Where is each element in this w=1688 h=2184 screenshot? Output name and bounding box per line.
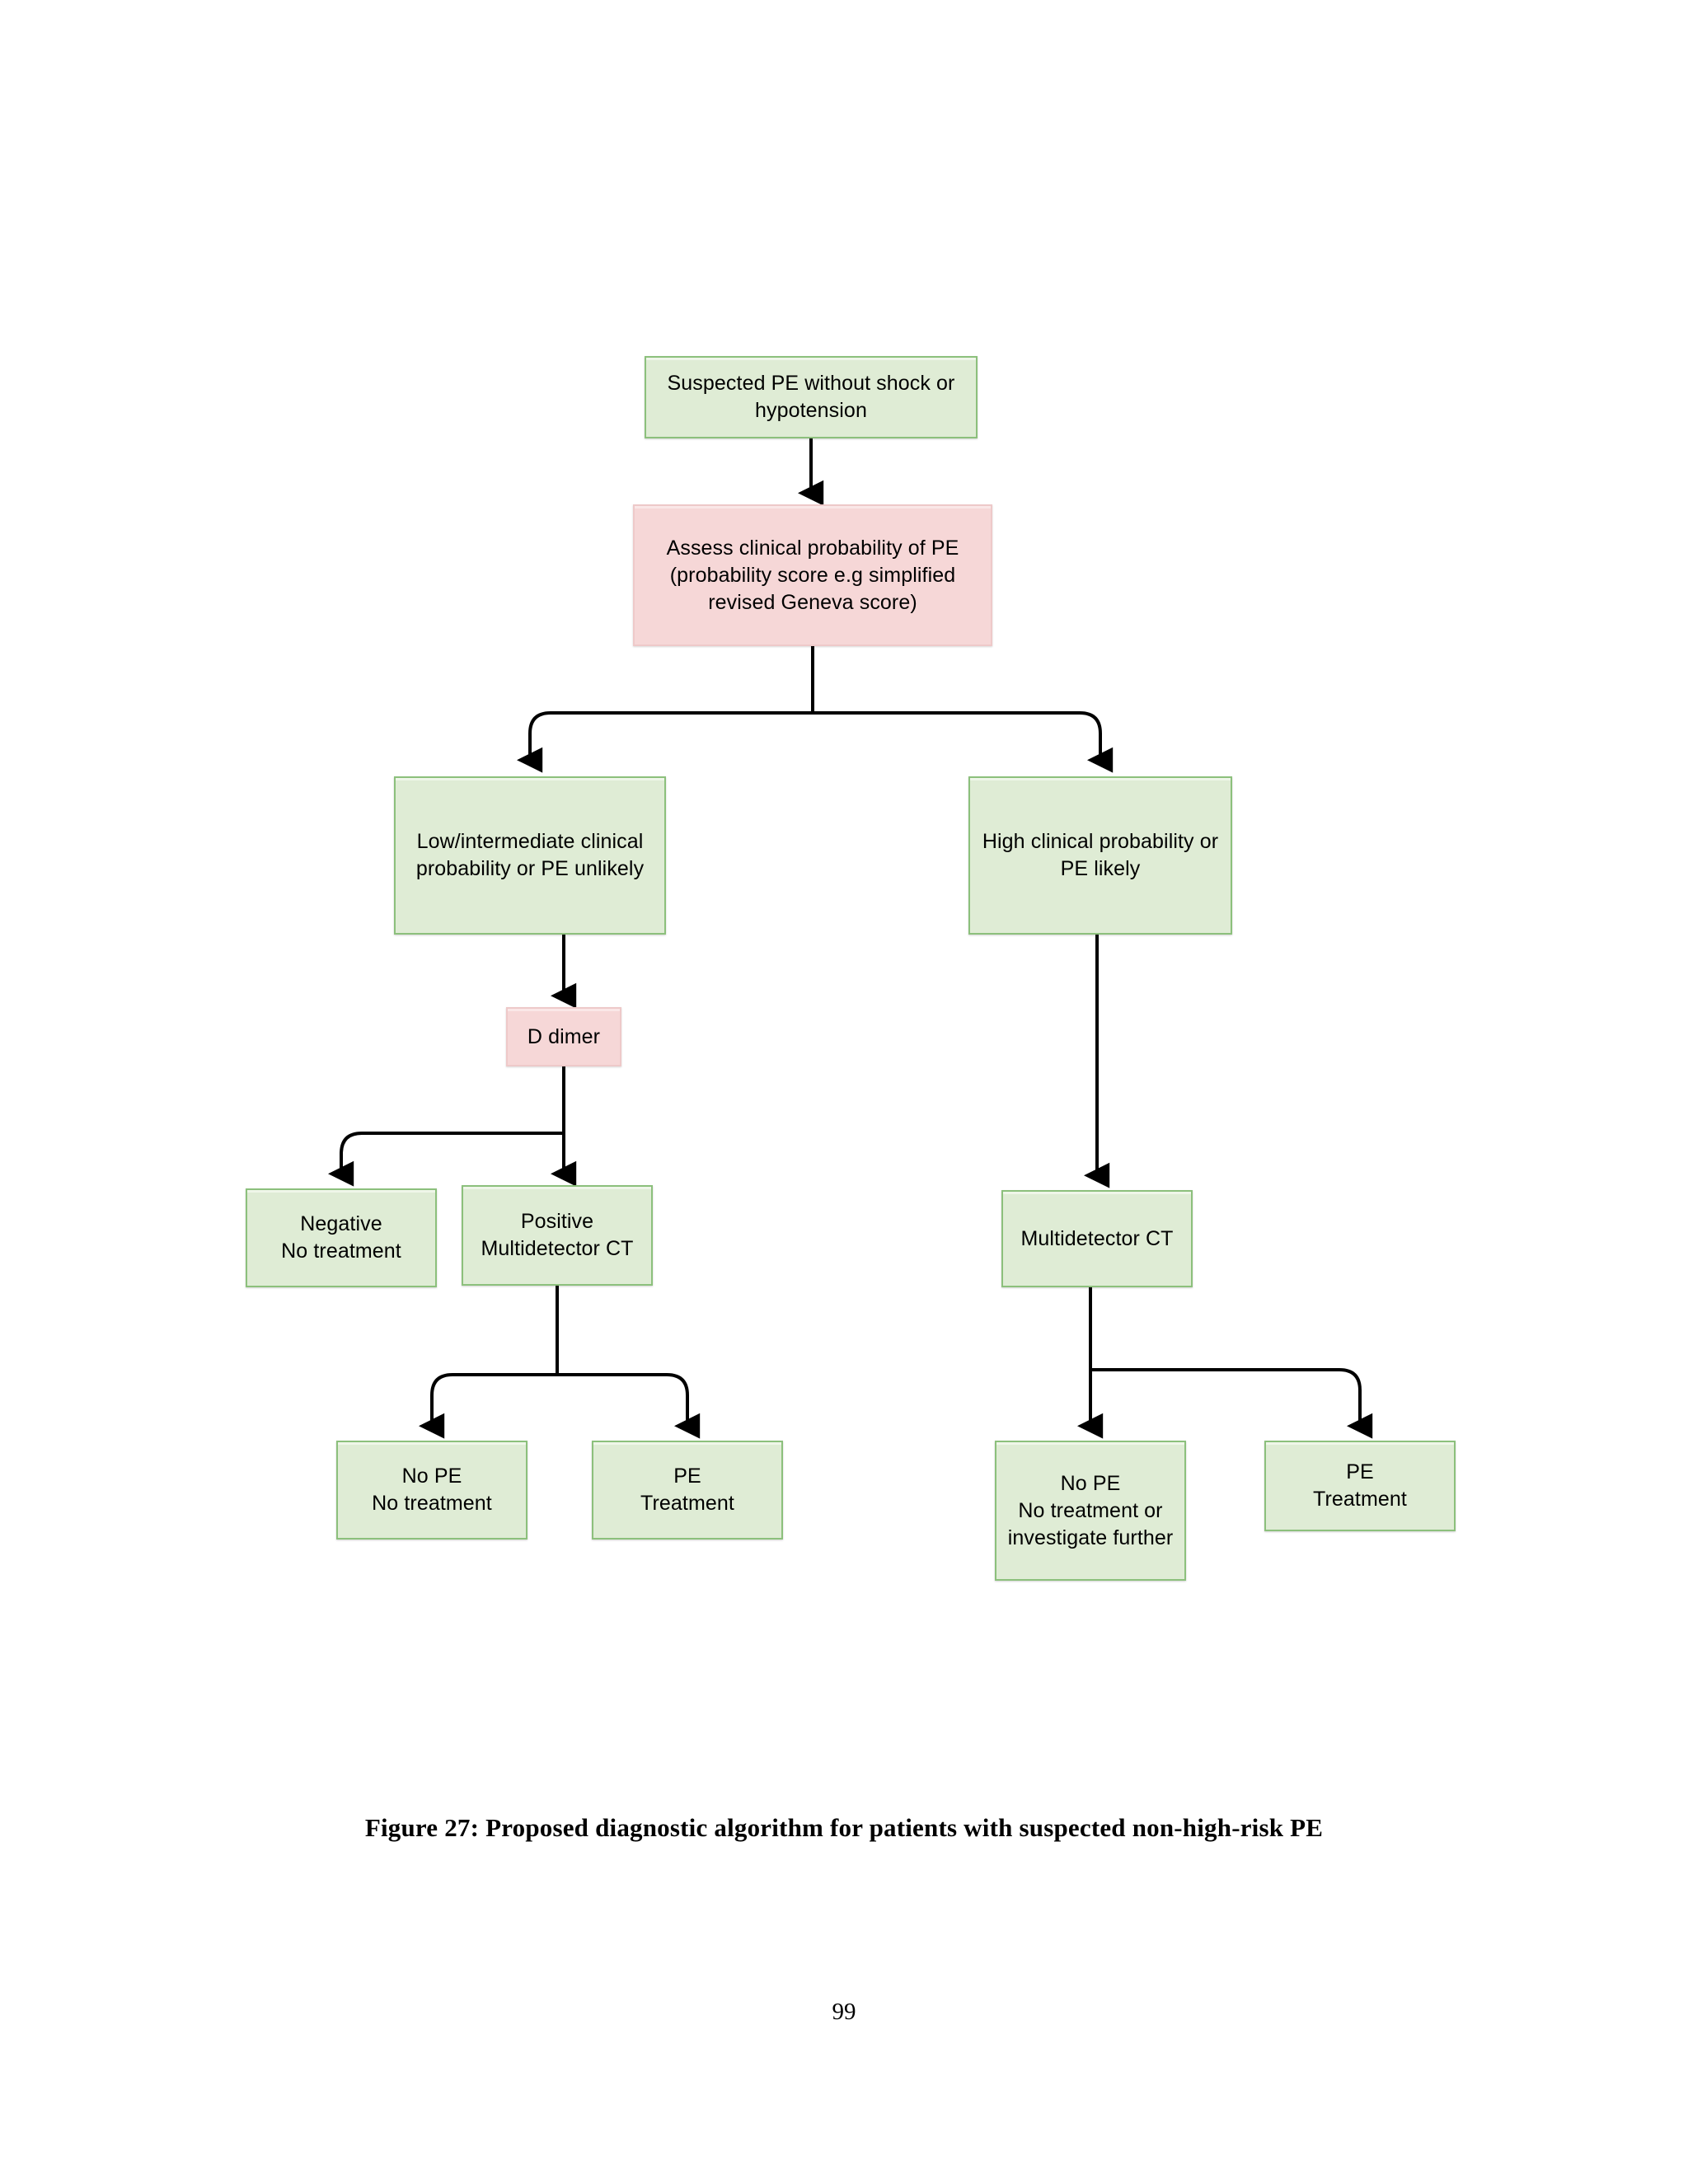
node-assess-label: Assess clinical probability of PE (proba… (666, 536, 959, 614)
node-no-pe-investigate-further-right[interactable]: No PE No treatment or investigate furthe… (995, 1441, 1186, 1581)
edge-assess-fork-right (813, 711, 1114, 773)
page-margin (0, 0, 354, 2184)
node-pe-right-label: PE Treatment (1313, 1460, 1407, 1511)
node-assess-clinical-probability[interactable]: Assess clinical probability of PE (proba… (633, 504, 992, 646)
node-suspected-pe[interactable]: Suspected PE without shock or hypotensio… (645, 356, 978, 438)
edge-positive-to-pe (557, 1373, 701, 1439)
figure-caption: Figure 27: Proposed diagnostic algorithm… (364, 1813, 1324, 1842)
node-no-pe-left-label: No PE No treatment (372, 1465, 492, 1515)
node-positive-multidetector-ct[interactable]: Positive Multidetector CT (462, 1185, 653, 1286)
page-number-container: 99 (0, 1999, 1688, 2026)
node-multidetector-ct[interactable]: Multidetector CT (1001, 1190, 1193, 1287)
edge-ddimer-to-negative (328, 1132, 564, 1187)
node-d-dimer[interactable]: D dimer (506, 1007, 621, 1066)
node-pe-treatment-right[interactable]: PE Treatment (1264, 1441, 1456, 1531)
edge-mdct-to-pe (1090, 1368, 1373, 1439)
node-high-probability-label: High clinical probability or PE likely (982, 830, 1219, 880)
figure-caption-container: Figure 27: Proposed diagnostic algorithm… (0, 1813, 1688, 1843)
page-number: 99 (832, 1999, 856, 2025)
node-d-dimer-label: D dimer (527, 1024, 601, 1048)
node-pe-left-label: PE Treatment (640, 1465, 734, 1515)
node-no-pe-no-treatment-left[interactable]: No PE No treatment (336, 1441, 528, 1540)
node-multidetector-ct-label: Multidetector CT (1020, 1226, 1174, 1250)
node-positive-label: Positive Multidetector CT (481, 1210, 634, 1260)
node-suspected-pe-label: Suspected PE without shock or hypotensio… (667, 372, 955, 422)
node-low-intermediate-probability[interactable]: Low/intermediate clinical probability or… (394, 776, 666, 935)
node-low-intermediate-label: Low/intermediate clinical probability or… (415, 830, 645, 880)
edge-positive-to-nope (419, 1373, 557, 1439)
node-pe-treatment-left[interactable]: PE Treatment (592, 1441, 783, 1540)
edge-assess-fork-left (517, 711, 813, 773)
node-negative-no-treatment[interactable]: Negative No treatment (246, 1188, 437, 1287)
flowchart-canvas: Suspected PE without shock or hypotensio… (246, 356, 1456, 1581)
node-negative-label: Negative No treatment (281, 1212, 401, 1263)
node-high-probability[interactable]: High clinical probability or PE likely (968, 776, 1232, 935)
node-no-pe-right-label: No PE No treatment or investigate furthe… (1007, 1471, 1174, 1549)
